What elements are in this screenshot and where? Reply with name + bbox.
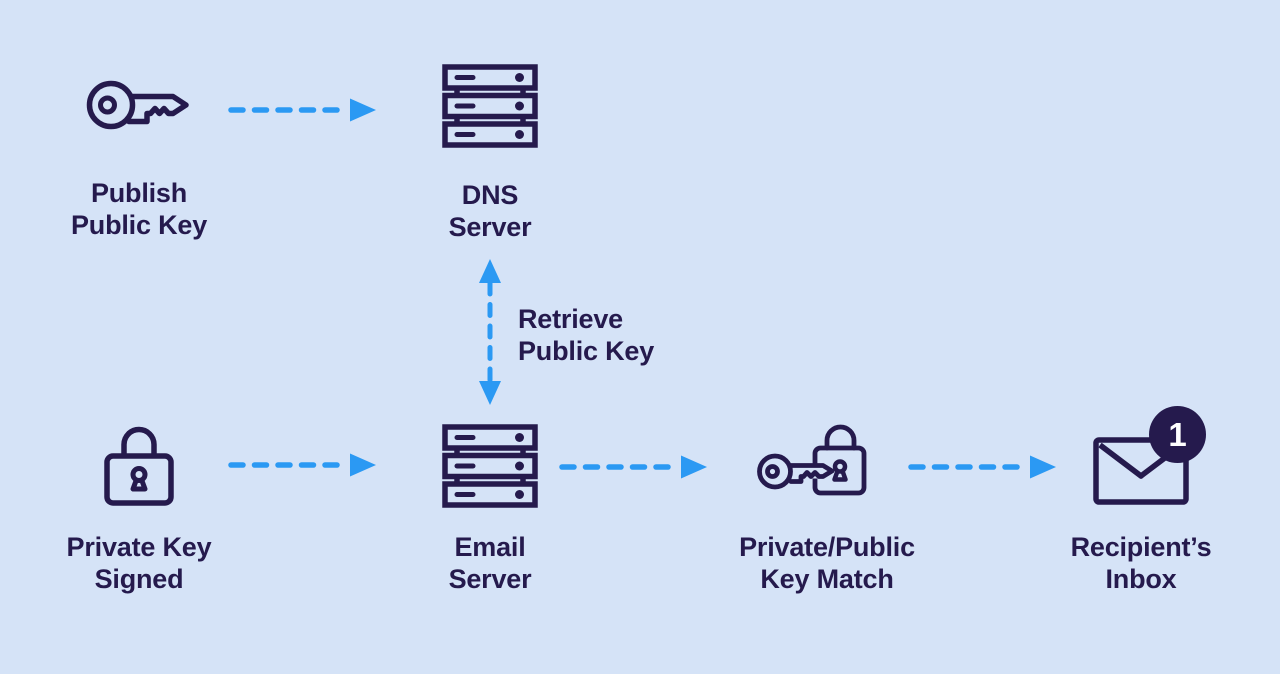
key-and-padlock-icon — [757, 419, 867, 497]
email-server-icon — [442, 424, 538, 508]
label-line: Publish — [90, 178, 188, 208]
label-publish-public-key: Publish Public Key — [19, 177, 259, 241]
padlock-icon — [103, 421, 175, 507]
dashed-arrow-right-icon — [557, 454, 709, 480]
label-line: Signed — [94, 564, 184, 594]
label-private-public-key-match: Private/Public Key Match — [707, 531, 947, 595]
label-line: Email — [454, 532, 526, 562]
label-dns-server: DNS Server — [370, 179, 610, 243]
label-line: Recipient’s — [1070, 532, 1212, 562]
label-line: Server — [448, 564, 532, 594]
label-line: Retrieve — [518, 304, 623, 334]
dns-server-icon — [442, 64, 538, 148]
label-retrieve-public-key: Retrieve Public Key — [518, 303, 758, 367]
key-icon — [86, 72, 190, 138]
unread-count-badge: 1 — [1149, 406, 1206, 463]
label-recipients-inbox: Recipient’s Inbox — [1021, 531, 1261, 595]
label-email-server: Email Server — [370, 531, 610, 595]
label-line: Inbox — [1105, 564, 1177, 594]
dashed-arrow-right-icon — [906, 454, 1058, 480]
label-line: Private Key — [66, 532, 212, 562]
label-line: DNS — [461, 180, 519, 210]
dashed-arrow-right-icon — [226, 97, 378, 123]
label-line: Private/Public — [739, 532, 915, 562]
unread-count: 1 — [1168, 415, 1187, 453]
label-line: Public Key — [70, 210, 208, 240]
label-private-key-signed: Private Key Signed — [19, 531, 259, 595]
label-line: Key Match — [760, 564, 894, 594]
label-line: Public Key — [518, 336, 655, 366]
label-line: Server — [448, 212, 532, 242]
dashed-arrow-right-icon — [226, 452, 378, 478]
dashed-arrow-vertical-double-icon — [478, 258, 502, 406]
